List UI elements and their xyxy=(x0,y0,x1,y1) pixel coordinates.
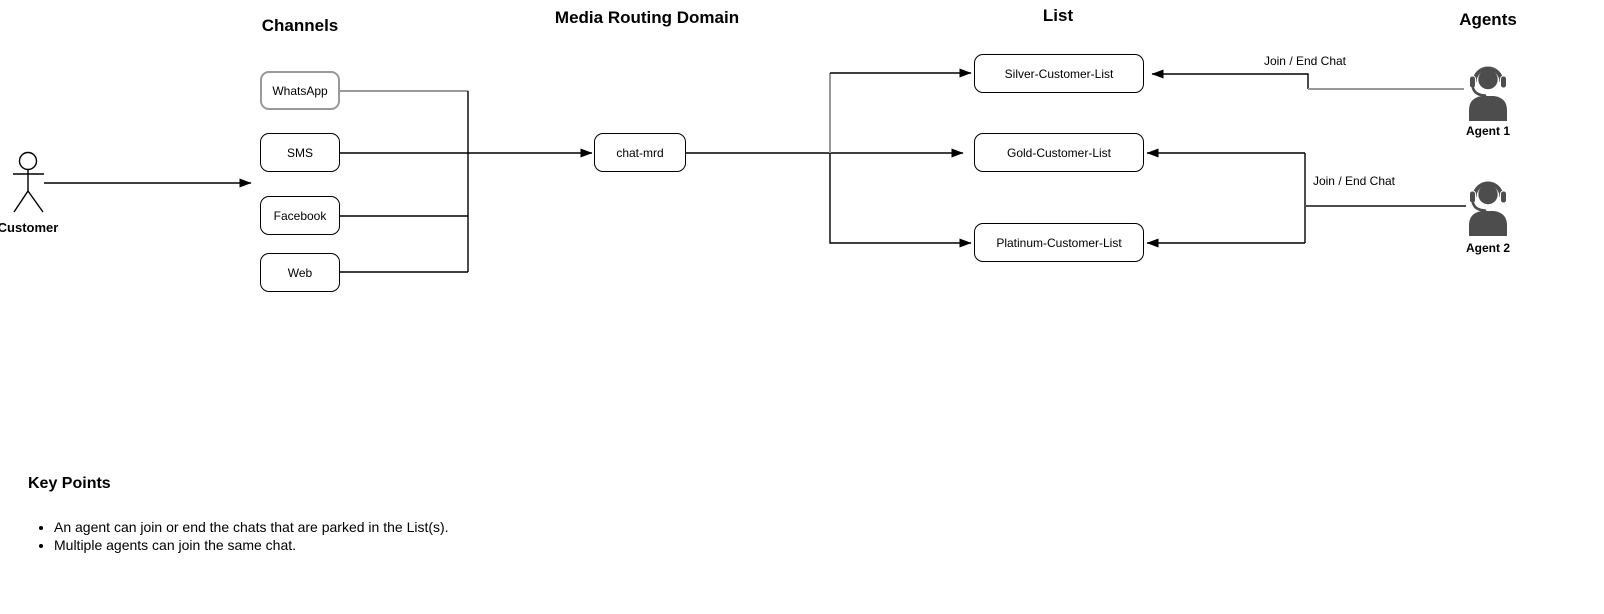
channel-label: Facebook xyxy=(273,208,327,223)
mrd-column-title: Media Routing Domain xyxy=(554,8,740,27)
list-column-title: List xyxy=(1042,6,1074,25)
key-point-item: Multiple agents can join the same chat. xyxy=(54,536,449,554)
edge-agent1-to-silver-black xyxy=(1151,69,1309,89)
key-point-item: An agent can join or end the chats that … xyxy=(54,518,449,536)
customer-label: Customer xyxy=(0,220,59,235)
channel-node-facebook: Facebook xyxy=(260,196,340,235)
list-node-platinum: Platinum-Customer-List xyxy=(974,223,1144,262)
list-node-silver: Silver-Customer-List xyxy=(974,54,1144,93)
channel-node-whatsapp: WhatsApp xyxy=(260,71,340,110)
channels-column-title: Channels xyxy=(261,16,339,35)
channel-node-sms: SMS xyxy=(260,133,340,172)
channel-label: SMS xyxy=(286,145,313,160)
mrd-node: chat-mrd xyxy=(594,133,686,172)
list-node-label: Gold-Customer-List xyxy=(1006,145,1112,160)
edge-mrd-to-platinum xyxy=(829,153,972,248)
join-end-chat-label-agent1: Join / End Chat xyxy=(1261,54,1349,68)
connector-layer xyxy=(13,68,1466,273)
channel-label: Web xyxy=(287,265,313,280)
mrd-node-label: chat-mrd xyxy=(616,145,664,160)
agent1-label: Agent 1 xyxy=(1465,124,1511,138)
list-node-gold: Gold-Customer-List xyxy=(974,133,1144,172)
channel-label: WhatsApp xyxy=(272,83,328,98)
list-node-label: Silver-Customer-List xyxy=(1004,66,1114,81)
agent2-headset-icon xyxy=(1469,181,1507,236)
key-points-list: An agent can join or end the chats that … xyxy=(36,518,449,554)
key-points-heading: Key Points xyxy=(28,475,111,492)
customer-actor-icon xyxy=(13,151,44,213)
agent1-headset-icon xyxy=(1469,66,1507,121)
channel-node-web: Web xyxy=(260,253,340,292)
join-end-chat-label-agent2: Join / End Chat xyxy=(1310,174,1398,188)
agent2-label: Agent 2 xyxy=(1465,241,1511,255)
agents-column-title: Agents xyxy=(1459,10,1517,29)
list-node-label: Platinum-Customer-List xyxy=(996,235,1122,250)
